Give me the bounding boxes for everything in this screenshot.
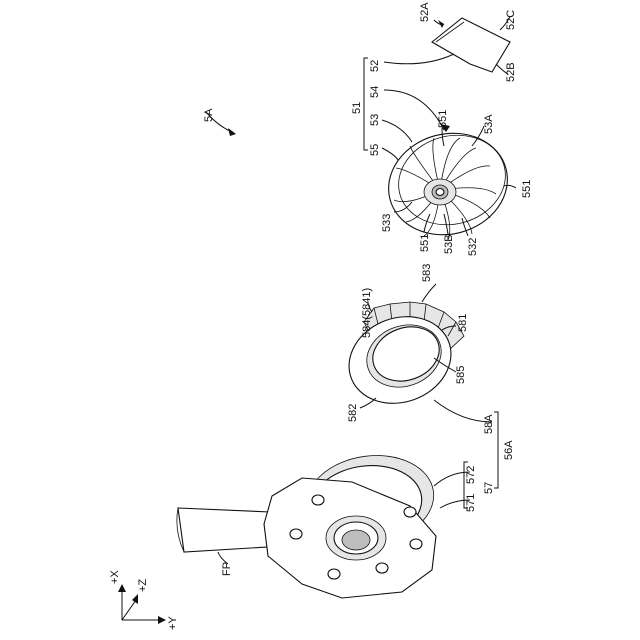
leader-55 [382, 148, 398, 160]
arrow-5A [228, 128, 236, 136]
label-581: 581 [457, 314, 469, 332]
label-532: 532 [467, 238, 479, 256]
label-533: 533 [381, 214, 393, 232]
label-56A: 56A [503, 440, 515, 460]
axis-label-y: +Y [167, 616, 179, 630]
label-585: 585 [455, 366, 467, 384]
impeller-53 [377, 120, 519, 248]
label-57: 57 [483, 482, 495, 494]
ring-58A [337, 302, 464, 417]
label-53B: 53B [443, 234, 455, 254]
label-52A: 52A [419, 2, 431, 22]
bracket-51 [364, 58, 368, 150]
label-52: 52 [369, 60, 381, 72]
label-582: 582 [347, 404, 359, 422]
label-58A: 58A [483, 414, 495, 434]
label-51: 51 [351, 102, 363, 114]
label-572: 572 [465, 466, 477, 484]
label-55: 55 [369, 144, 381, 156]
label-53: 53 [369, 114, 381, 126]
label-52C: 52C [505, 10, 517, 30]
leader-583 [422, 284, 436, 302]
label-551-right: 551 [521, 180, 533, 198]
label-53A: 53A [483, 114, 495, 134]
axis-label-z: +Z [137, 579, 149, 592]
label-583: 583 [421, 264, 433, 282]
leader-53 [382, 120, 412, 142]
label-584: 584(5841) [361, 288, 373, 338]
axis-label-x: +X [109, 570, 121, 584]
label-52B: 52B [505, 62, 517, 82]
base-housing [177, 448, 440, 598]
label-FP: FP [221, 562, 233, 576]
label-571: 571 [465, 494, 477, 512]
label-5A: 5A [203, 108, 215, 122]
leader-52 [384, 54, 454, 64]
film-52A [432, 18, 510, 72]
label-551-top: 551 [437, 110, 449, 128]
label-551-bottom: 551 [419, 234, 431, 252]
label-54: 54 [369, 86, 381, 98]
